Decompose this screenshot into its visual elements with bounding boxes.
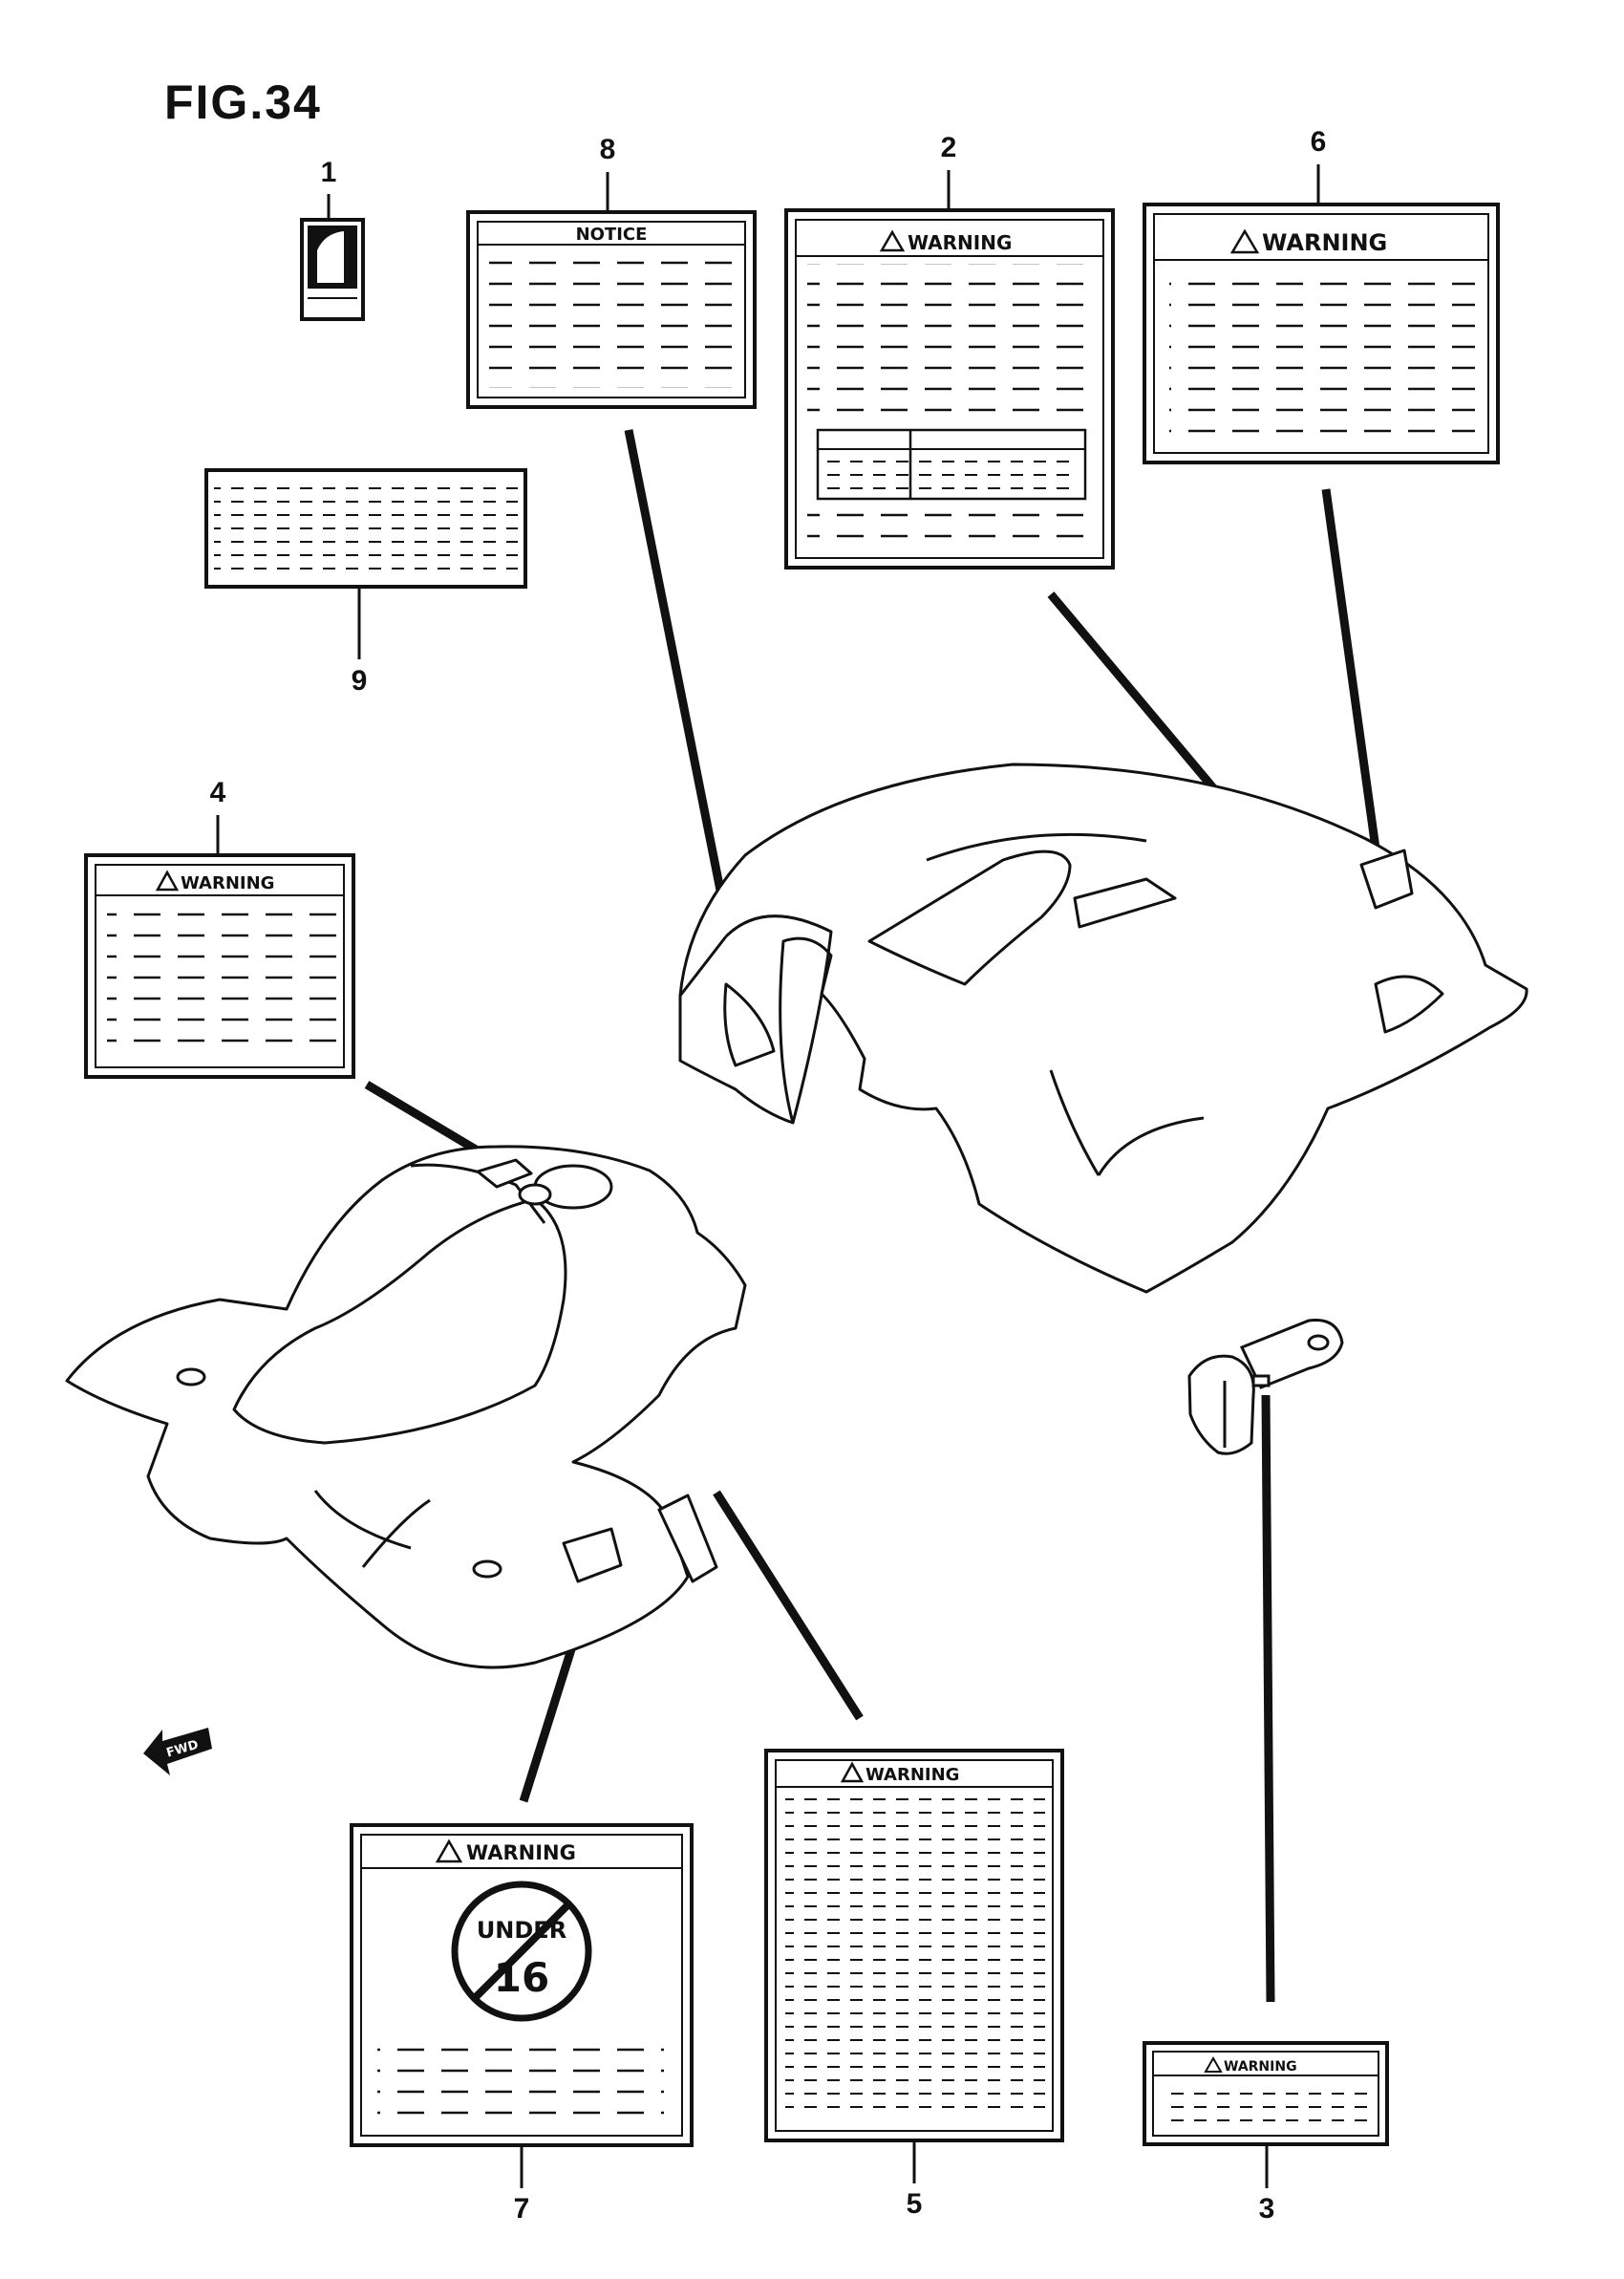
callout-3: 3 <box>1258 2193 1275 2225</box>
warning-triangle-icon <box>1204 2055 1223 2073</box>
front-fender <box>65 1145 747 1669</box>
callout-5: 5 <box>906 2188 923 2220</box>
callout-6: 6 <box>1310 126 1327 158</box>
part-7-warning-under-16-label: WARNING UNDER 16 <box>350 1823 694 2147</box>
warning-triangle-icon <box>155 870 180 892</box>
part-9-label <box>204 468 527 589</box>
sixteen-text: 16 <box>494 1954 549 2001</box>
warning-triangle-icon <box>1229 228 1260 254</box>
callout-2: 2 <box>940 132 957 163</box>
warning-triangle-icon <box>879 229 906 252</box>
part-3-warning-label: WARNING <box>1143 2041 1389 2146</box>
part-5-warning-label: WARNING <box>764 1749 1064 2142</box>
warning-heading-2: WARNING <box>908 231 1012 254</box>
notice-heading: NOTICE <box>576 225 648 245</box>
part-3-bracket <box>1187 1318 1344 1455</box>
warning-heading-6: WARNING <box>1262 229 1387 256</box>
part-2-warning-label: WARNING <box>784 208 1115 570</box>
part-1-small-label <box>300 218 365 321</box>
callout-4: 4 <box>209 777 226 808</box>
warning-heading-7: WARNING <box>466 1841 576 1864</box>
part-8-notice-label: NOTICE <box>466 210 757 409</box>
callout-leaders <box>216 164 1320 2188</box>
warning-triangle-icon <box>435 1838 463 1863</box>
warning-triangle-icon <box>840 1761 865 1783</box>
callout-8: 8 <box>599 134 616 165</box>
warning-heading-3: WARNING <box>1224 2059 1297 2075</box>
callout-7: 7 <box>513 2193 530 2225</box>
fwd-arrow-icon: FWD <box>143 1728 212 1775</box>
warning-heading-4: WARNING <box>181 873 274 893</box>
figure-title: FIG.34 <box>164 75 322 129</box>
callout-1: 1 <box>320 157 337 188</box>
part-6-warning-label: WARNING <box>1143 203 1500 464</box>
callout-9: 9 <box>351 665 368 697</box>
rear-fender <box>678 763 1528 1294</box>
part-4-warning-label: WARNING <box>84 853 355 1079</box>
warning-heading-5: WARNING <box>865 1765 959 1785</box>
